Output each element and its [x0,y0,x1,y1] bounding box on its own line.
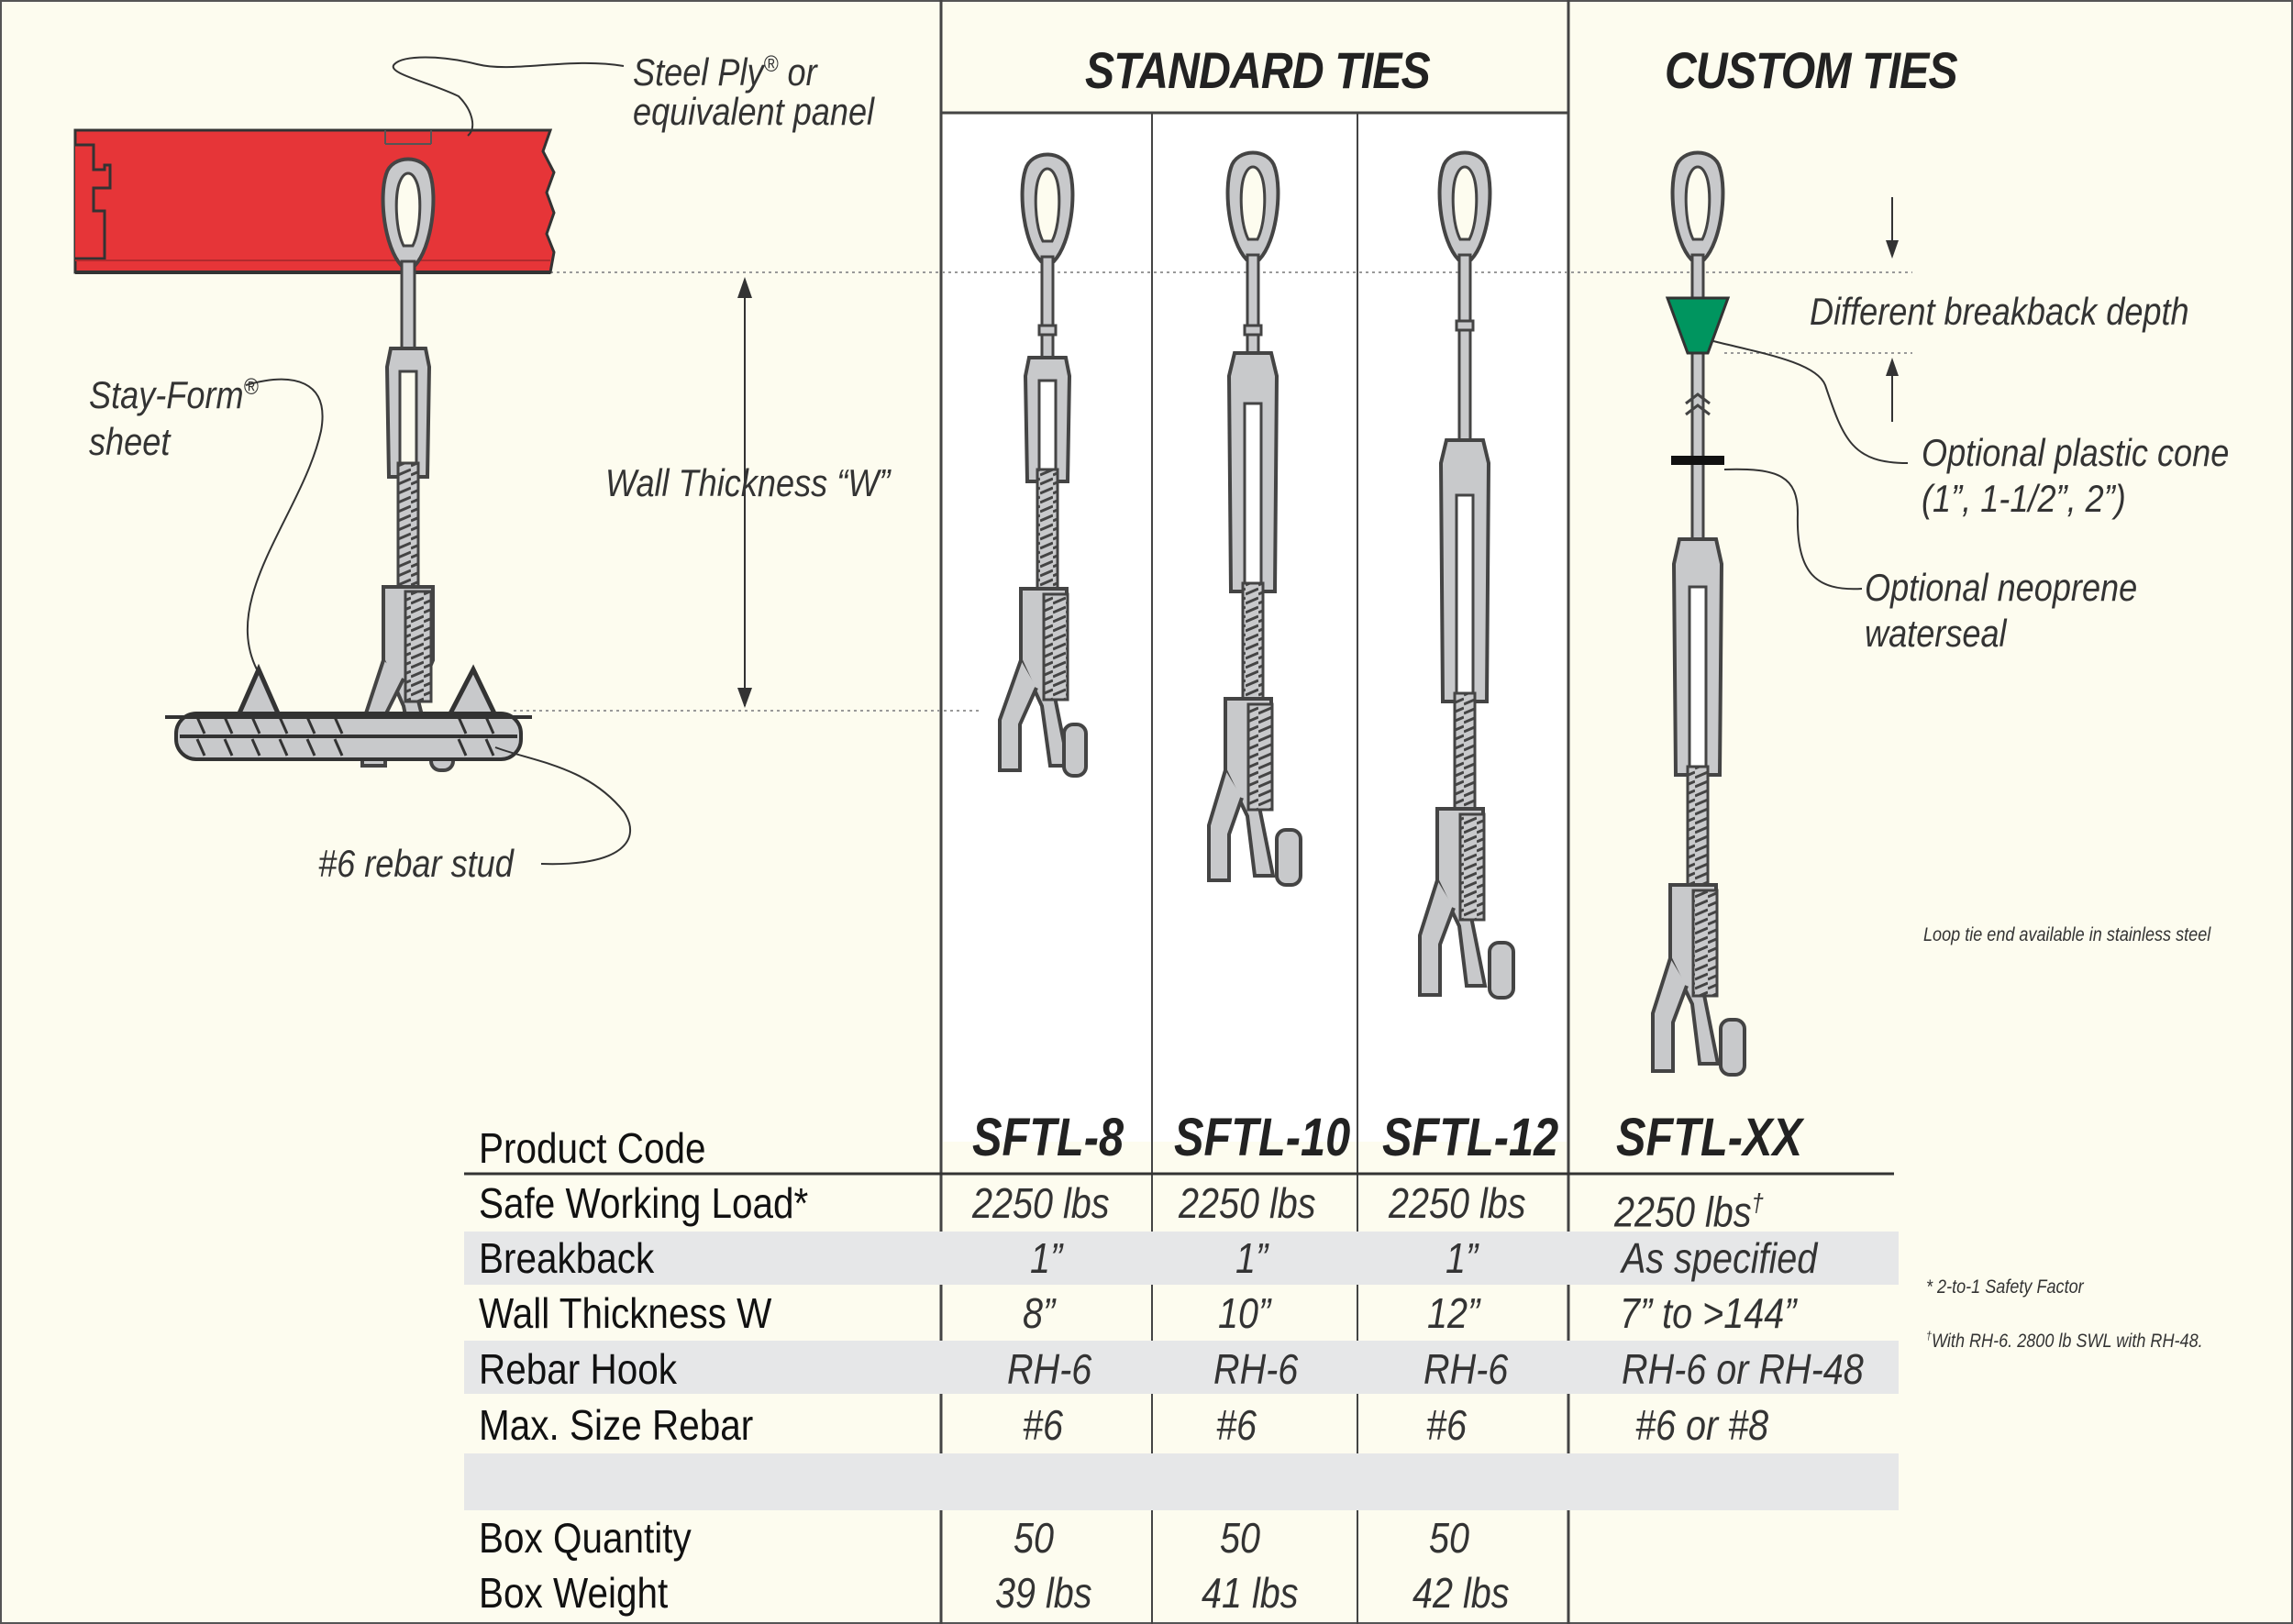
neoprene-waterseal-icon [1671,456,1724,465]
cell-swl-sftl-8: 2250 lbs [972,1179,1110,1227]
plastic-cone-icon [1665,296,1731,355]
standard-ties-header: STANDARD TIES [1085,41,1431,99]
safety-factor-note: * 2-to-1 Safety Factor [1926,1276,2084,1298]
cell-rebar-sftl-10: #6 [1216,1401,1257,1449]
row-label-breakback: Breakback [479,1234,655,1282]
row-label-rebar-hook: Rebar Hook [479,1345,677,1393]
cell-swl-sftl-10: 2250 lbs [1179,1179,1316,1227]
row-band-empty [464,1453,1899,1510]
cell-wall-sftl-10: 10” [1218,1289,1271,1337]
stay-form-label-line2: sheet [89,420,171,463]
wall-thickness-label: Wall Thickness “W” [605,461,891,504]
row-band-breakback [464,1232,1899,1285]
row-label-max-rebar: Max. Size Rebar [479,1401,754,1449]
cell-hook-sftl-10: RH-6 [1213,1345,1299,1393]
cell-breakback-sftl-10: 1” [1235,1234,1268,1282]
sftl-xx-tie-icon [1651,150,1746,1077]
rh48-note: †With RH-6. 2800 lb SWL with RH-48. [1926,1330,2203,1352]
plastic-cone-sizes-label: (1”, 1-1/2”, 2”) [1922,477,2126,520]
product-code-label: Product Code [479,1124,706,1172]
cell-swl-sftl-12: 2250 lbs [1389,1179,1526,1227]
row-label-safe-working-load: Safe Working Load* [479,1179,809,1227]
stainless-note: Loop tie end available in stainless stee… [1923,924,2211,945]
row-band-rebar-hook [464,1341,1899,1394]
stay-form-label: Stay-Form® [89,373,259,416]
cell-breakback-sftl-8: 1” [1030,1234,1063,1282]
cell-hook-sftl-12: RH-6 [1423,1345,1509,1393]
row-label-box-weight: Box Weight [479,1569,669,1617]
cell-qty-sftl-12: 50 [1429,1514,1470,1562]
cell-wall-sftl-12: 12” [1427,1289,1480,1337]
row-label-box-quantity: Box Quantity [479,1514,692,1562]
cell-wall-sftl-xx: 7” to >144” [1620,1289,1797,1337]
breakback-depth-label: Different breakback depth [1810,290,2189,333]
custom-ties-header: CUSTOM TIES [1665,41,1958,99]
product-code-sftl-12: SFTL-12 [1382,1108,1559,1167]
steel-ply-label-line2: equivalent panel [633,90,875,133]
plastic-cone-label: Optional plastic cone [1922,431,2230,474]
cell-rebar-sftl-8: #6 [1023,1401,1064,1449]
row-label-wall-thickness: Wall Thickness W [479,1289,772,1337]
waterseal-label: Optional neoprene [1865,566,2138,609]
cell-swl-sftl-xx: 2250 lbs† [1614,1188,1764,1236]
sftl-8-tie-icon [998,152,1088,778]
rebar-stud-label: #6 rebar stud [318,842,514,885]
sftl-12-tie-icon [1418,150,1515,1000]
product-code-sftl-xx: SFTL-XX [1616,1108,1803,1167]
red-steel-panel-icon [73,128,556,274]
sftl-10-tie-icon [1207,150,1302,887]
cell-rebar-sftl-xx: #6 or #8 [1635,1401,1769,1449]
cell-breakback-sftl-xx: As specified [1622,1234,1818,1282]
cell-weight-sftl-8: 39 lbs [995,1569,1092,1617]
steel-ply-label: Steel Ply® or [633,50,817,94]
product-code-sftl-8: SFTL-8 [972,1108,1124,1167]
cell-hook-sftl-xx: RH-6 or RH-48 [1622,1345,1864,1393]
cell-qty-sftl-10: 50 [1220,1514,1261,1562]
cell-weight-sftl-10: 41 lbs [1202,1569,1299,1617]
waterseal-label-line2: waterseal [1865,612,2007,655]
cell-rebar-sftl-12: #6 [1426,1401,1468,1449]
cell-weight-sftl-12: 42 lbs [1412,1569,1510,1617]
rebar-bundle-icon [165,663,532,761]
cell-wall-sftl-8: 8” [1023,1289,1056,1337]
cell-qty-sftl-8: 50 [1014,1514,1055,1562]
product-code-sftl-10: SFTL-10 [1174,1108,1351,1167]
cell-hook-sftl-8: RH-6 [1007,1345,1092,1393]
cell-breakback-sftl-12: 1” [1446,1234,1479,1282]
